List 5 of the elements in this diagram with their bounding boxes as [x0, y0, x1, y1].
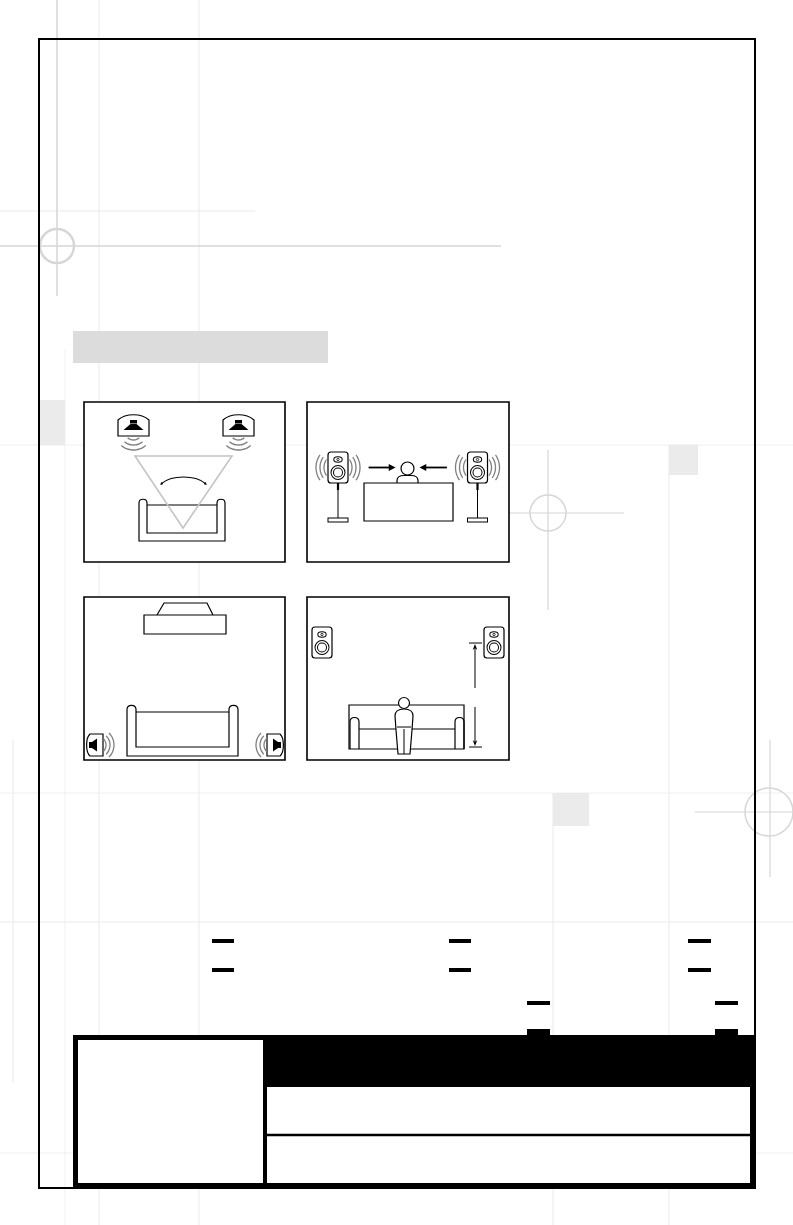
heading-bar — [73, 331, 328, 363]
illustration-panel — [306, 596, 510, 761]
speaker-on-stand — [315, 451, 361, 523]
illustration-panel — [83, 401, 286, 563]
speaker-on-stand — [454, 451, 501, 523]
